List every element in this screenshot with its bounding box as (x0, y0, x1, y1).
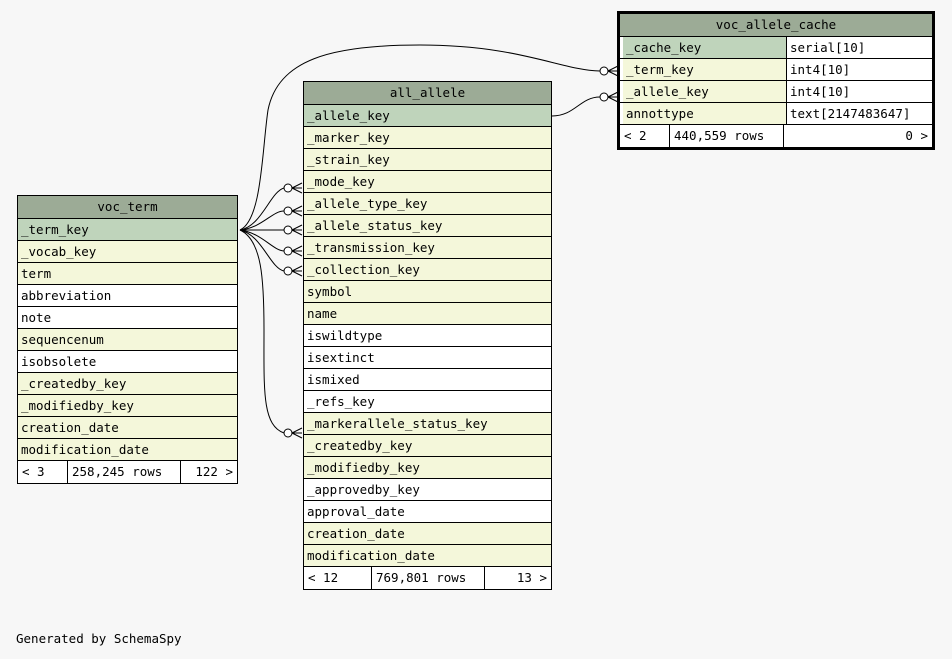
parents-count[interactable]: < 3 (18, 461, 68, 483)
column-type: int4[10] (787, 81, 932, 102)
link-markerallele-status-key (239, 229, 285, 434)
column-row[interactable]: note (18, 307, 237, 329)
column-list: _allele_key_marker_key_strain_key_mode_k… (304, 105, 551, 567)
column-row[interactable]: _modifiedby_key (18, 395, 237, 417)
link-allele-type-key (239, 210, 285, 231)
column-name[interactable]: _allele_key (623, 81, 787, 102)
column-name[interactable]: annottype (623, 103, 787, 124)
table-title[interactable]: all_allele (304, 82, 551, 105)
table-all-allele[interactable]: all_allele _allele_key_marker_key_strain… (303, 81, 552, 590)
column-row[interactable]: _allele_status_key (304, 215, 551, 237)
generated-by-text: Generated by SchemaSpy (16, 631, 182, 646)
column-row[interactable]: _transmission_key (304, 237, 551, 259)
parents-count[interactable]: < 12 (304, 567, 372, 589)
row-count: 769,801 rows (372, 567, 485, 589)
column-row[interactable]: name (304, 303, 551, 325)
cardinality-circle (599, 92, 609, 102)
column-row[interactable]: _strain_key (304, 149, 551, 171)
cardinality-circle (283, 183, 293, 193)
column-row[interactable]: _marker_key (304, 127, 551, 149)
column-row[interactable]: _approvedby_key (304, 479, 551, 501)
column-row[interactable]: _mode_key (304, 171, 551, 193)
cardinality-circle (283, 246, 293, 256)
column-type: int4[10] (787, 59, 932, 80)
column-row[interactable]: _collection_key (304, 259, 551, 281)
children-count[interactable]: 13 > (516, 570, 547, 585)
column-row[interactable]: _allele_key (304, 105, 551, 127)
children-count[interactable]: 122 > (195, 464, 233, 479)
cardinality-circle (599, 66, 609, 76)
column-row[interactable]: _refs_key (304, 391, 551, 413)
column-row[interactable]: _term_key (18, 219, 237, 241)
row-count: 440,559 rows (670, 125, 784, 147)
column-row[interactable]: approval_date (304, 501, 551, 523)
table-title[interactable]: voc_allele_cache (620, 14, 932, 37)
column-row[interactable]: modification_date (18, 439, 237, 461)
column-row[interactable]: sequencenum (18, 329, 237, 351)
cardinality-circle (283, 428, 293, 438)
column-row[interactable]: _createdby_key (18, 373, 237, 395)
column-name[interactable]: _term_key (623, 59, 787, 80)
column-row[interactable]: symbol (304, 281, 551, 303)
table-footer: < 3 258,245 rows 122 > (18, 461, 237, 483)
link-mode-key (239, 187, 285, 231)
link-cache-allele-key (551, 96, 601, 117)
table-footer: < 12 769,801 rows 13 > (304, 567, 551, 589)
column-row[interactable]: _allele_type_key (304, 193, 551, 215)
column-row[interactable]: isextinct (304, 347, 551, 369)
cardinality-circle (283, 266, 293, 276)
cardinality-circle (283, 225, 293, 235)
column-row[interactable]: creation_date (18, 417, 237, 439)
table-title[interactable]: voc_term (18, 196, 237, 219)
column-row[interactable]: iswildtype (304, 325, 551, 347)
children-count[interactable]: 0 > (905, 128, 928, 143)
column-row[interactable]: abbreviation (18, 285, 237, 307)
column-row[interactable]: term (18, 263, 237, 285)
column-row[interactable]: ismixed (304, 369, 551, 391)
column-row[interactable]: isobsolete (18, 351, 237, 373)
column-row[interactable]: _createdby_key (304, 435, 551, 457)
link-cache-term-key (239, 44, 601, 231)
column-row[interactable]: creation_date (304, 523, 551, 545)
column-row[interactable]: _modifiedby_key (304, 457, 551, 479)
column-row[interactable]: _vocab_key (18, 241, 237, 263)
column-row[interactable]: modification_date (304, 545, 551, 567)
parents-count[interactable]: < 2 (620, 125, 670, 147)
link-transmission-key (239, 229, 285, 252)
column-type: serial[10] (787, 37, 932, 58)
link-collection-key (239, 229, 285, 272)
cardinality-circle (283, 206, 293, 216)
row-count: 258,245 rows (68, 461, 181, 483)
table-footer: < 2 440,559 rows 0 > (620, 125, 932, 147)
column-row[interactable]: _markerallele_status_key (304, 413, 551, 435)
column-type: text[2147483647] (787, 103, 932, 124)
column-name[interactable]: _cache_key (623, 37, 787, 58)
